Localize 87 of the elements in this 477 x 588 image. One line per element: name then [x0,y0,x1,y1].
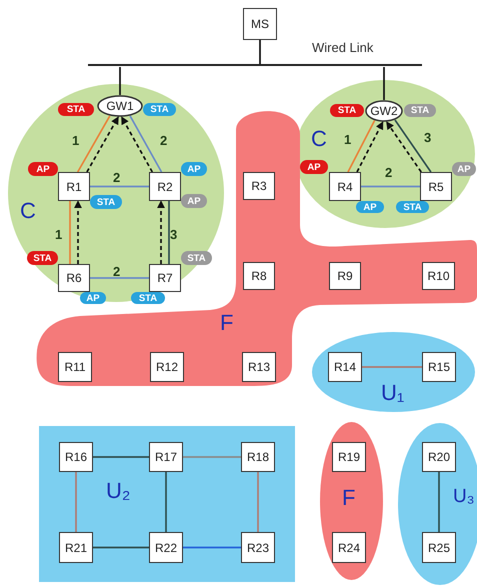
link-line [168,201,170,264]
router-box: R7 [149,264,181,292]
router-box: R23 [241,532,275,563]
router-box: R21 [59,532,93,563]
link-line [394,120,432,172]
role-tag: STA [27,251,58,265]
dashed-arrow [356,121,384,172]
router-box: R1 [58,172,90,201]
dashed-arrow [157,200,165,264]
role-tag: STA [330,104,364,117]
dashed-arrow [120,116,154,172]
link-line [362,366,422,368]
role-tag: AP [300,160,328,174]
router-box: R5 [420,172,452,201]
edge-label: 2 [113,265,120,278]
router-box: R2 [149,172,181,201]
router-box: R20 [422,442,456,472]
link-line [75,472,77,532]
role-tag: STA [143,103,176,116]
edge-label: 1 [72,134,80,147]
router-box: R9 [329,262,361,290]
role-tag: STA [404,104,436,117]
link-line [438,472,440,532]
cluster-label: F [220,312,234,334]
link-line [383,67,385,100]
link-line [183,456,241,458]
link-line [69,201,71,264]
router-box: R15 [422,352,456,382]
link-line [76,115,111,172]
link-line [361,186,420,188]
link-line [165,472,167,532]
link-line [347,120,376,172]
router-box: R10 [422,262,455,290]
router-box: R17 [149,442,183,472]
role-tag: AP [452,162,476,176]
link-line [90,186,149,188]
router-box: R13 [242,352,276,382]
role-tag: AP [28,162,58,176]
router-box: R12 [150,352,184,382]
router-box: R18 [241,442,275,472]
role-tag: AP [80,292,106,304]
router-box: R24 [332,532,366,563]
dashed-arrow [86,116,120,172]
gateway-ellipse: GW2 [365,100,403,122]
cluster-label: C [20,200,36,222]
router-box: R14 [328,352,362,382]
role-tag: STA [396,201,429,213]
cluster-label: U₁ [381,382,404,404]
dashed-arrow [386,121,422,172]
router-box: R8 [243,262,275,290]
cluster-label: C [311,128,327,150]
edge-label: 1 [55,228,62,241]
role-tag: STA [58,103,94,116]
bus-label: Wired Link [312,40,374,55]
edge-label: 2 [160,134,168,147]
link-line [93,456,149,458]
role-tag: AP [181,194,207,208]
router-box: MS [243,8,277,40]
link-line [259,40,261,64]
role-tag: AP [356,201,384,213]
role-tag: STA [181,251,212,265]
edge-label: 1 [344,133,352,146]
router-box: R19 [332,442,366,472]
gateway-ellipse: GW1 [97,95,143,117]
router-box: R6 [58,264,90,292]
router-box: R4 [329,172,361,201]
role-tag: AP [181,162,207,176]
cluster-label: F [342,487,356,509]
edge-label: 2 [113,171,120,184]
edge-label: 3 [424,131,432,144]
router-box: R11 [58,352,92,382]
router-box: R16 [59,442,93,472]
cluster-label: U₂ [106,480,130,502]
link-line [90,277,149,279]
dashed-arrow [74,200,82,264]
edge-label: 3 [170,228,178,241]
link-line [129,115,162,172]
link-line [183,546,241,548]
router-box: R3 [243,172,275,200]
link-line [257,472,259,532]
router-box: R22 [149,532,183,563]
role-tag: STA [131,292,165,304]
edge-label: 2 [385,166,392,179]
role-tag: STA [90,195,122,209]
link-line [93,546,149,548]
cluster-label: U₃ [453,487,474,506]
router-box: R25 [422,532,456,563]
